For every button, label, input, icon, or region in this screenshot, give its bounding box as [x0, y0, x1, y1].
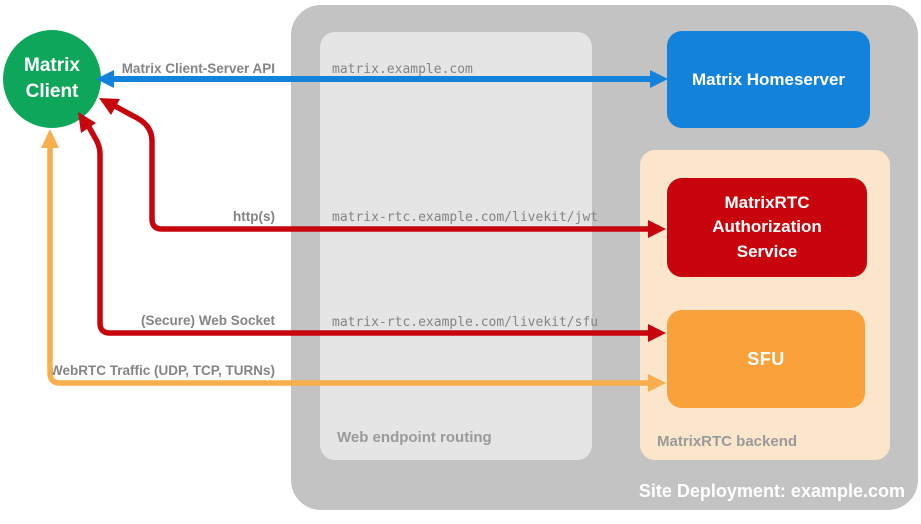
- matrixrtc-authorization-service-label: MatrixRTC Authorization Service: [712, 192, 822, 261]
- matrix-client-label: Matrix Client: [24, 55, 80, 102]
- client-server-api-arrow-label: Matrix Client-Server API: [121, 61, 275, 76]
- arrowhead-https-into-client-icon: [99, 98, 120, 115]
- endpoint-livekit-sfu-url: matrix-rtc.example.com/livekit/sfu: [332, 315, 599, 330]
- matrix-homeserver-node: Matrix Homeserver: [667, 31, 870, 128]
- endpoint-livekit-jwt-url: matrix-rtc.example.com/livekit/jwt: [332, 210, 599, 225]
- matrixrtc-authorization-service-node: MatrixRTC Authorization Service: [667, 178, 867, 277]
- arrowhead-webrtc-into-client-icon: [41, 129, 59, 148]
- webrtc-arrow-label: WebRTC Traffic (UDP, TCP, TURNs): [49, 363, 275, 378]
- matrixrtc-backend-label: MatrixRTC backend: [657, 433, 798, 450]
- web-endpoint-routing-container: [320, 32, 592, 460]
- web-endpoint-routing-label: Web endpoint routing: [337, 429, 492, 446]
- matrix-client-node: Matrix Client: [3, 30, 101, 128]
- matrix-homeserver-label: Matrix Homeserver: [691, 69, 846, 89]
- https-arrow-label: http(s): [233, 209, 275, 224]
- endpoint-matrix-url: matrix.example.com: [332, 62, 473, 77]
- site-deployment-label: Site Deployment: example.com: [638, 481, 905, 501]
- sfu-node: SFU: [667, 310, 865, 408]
- websocket-arrow-label: (Secure) Web Socket: [140, 313, 275, 328]
- sfu-label: SFU: [747, 348, 785, 369]
